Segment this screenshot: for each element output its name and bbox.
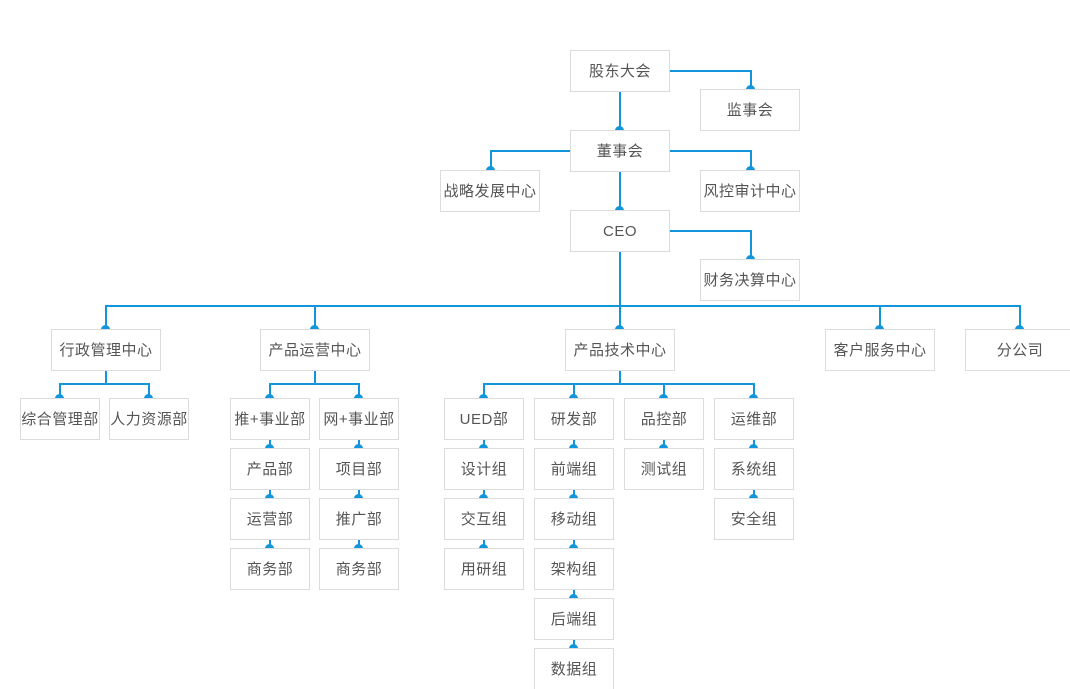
drop-general-admin	[59, 383, 61, 398]
node-ued-dept[interactable]: UED部	[444, 398, 524, 440]
edge-tech-bus	[483, 383, 754, 385]
edge-board-ceo-v	[619, 172, 621, 210]
edge-shareholders-supervisory-h	[670, 70, 752, 72]
node-research-group[interactable]: 用研组	[444, 548, 524, 590]
node-interaction-group[interactable]: 交互组	[444, 498, 524, 540]
drop-ops-dept	[753, 383, 755, 398]
node-rd-dept[interactable]: 研发部	[534, 398, 614, 440]
node-business-dept-1[interactable]: 商务部	[230, 548, 310, 590]
drop-ops-center	[314, 305, 316, 329]
edge-ceo-finance-v	[750, 230, 752, 259]
node-backend-group[interactable]: 后端组	[534, 598, 614, 640]
node-risk-audit[interactable]: 风控审计中心	[700, 170, 800, 212]
node-finance[interactable]: 财务决算中心	[700, 259, 800, 301]
drop-branch	[1019, 305, 1021, 329]
edge-admin-down	[105, 371, 107, 383]
node-board[interactable]: 董事会	[570, 130, 670, 172]
node-supervisory[interactable]: 监事会	[700, 89, 800, 131]
edge-board-risk-audit-v	[750, 150, 752, 170]
edge-ceo-finance-h	[670, 230, 752, 232]
node-ops-dept[interactable]: 运维部	[714, 398, 794, 440]
edge-board-risk-audit-h	[670, 150, 752, 152]
node-test-group[interactable]: 测试组	[624, 448, 704, 490]
node-architecture-group[interactable]: 架构组	[534, 548, 614, 590]
level4-trunk	[105, 305, 1020, 307]
node-frontend-group[interactable]: 前端组	[534, 448, 614, 490]
edge-board-strategy-h	[490, 150, 570, 152]
node-data-group[interactable]: 数据组	[534, 648, 614, 689]
drop-hr	[148, 383, 150, 398]
node-wang-bu[interactable]: 网+事业部	[319, 398, 399, 440]
node-ops-center[interactable]: 产品运营中心	[260, 329, 370, 371]
edge-admin-bus	[59, 383, 150, 385]
drop-service-center	[879, 305, 881, 329]
node-mobile-group[interactable]: 移动组	[534, 498, 614, 540]
node-security-group[interactable]: 安全组	[714, 498, 794, 540]
drop-admin-center	[105, 305, 107, 329]
node-promotion-dept[interactable]: 推广部	[319, 498, 399, 540]
drop-tui	[269, 383, 271, 398]
node-strategy[interactable]: 战略发展中心	[440, 170, 540, 212]
node-general-admin[interactable]: 综合管理部	[20, 398, 100, 440]
drop-ued	[483, 383, 485, 398]
node-service-center[interactable]: 客户服务中心	[825, 329, 935, 371]
node-design-group[interactable]: 设计组	[444, 448, 524, 490]
node-qc-dept[interactable]: 品控部	[624, 398, 704, 440]
node-product-dept[interactable]: 产品部	[230, 448, 310, 490]
edge-ops-down	[314, 371, 316, 383]
edge-tech-down	[619, 371, 621, 383]
node-tui-bu[interactable]: 推+事业部	[230, 398, 310, 440]
edge-ceo-trunk-v	[619, 252, 621, 329]
drop-wang	[358, 383, 360, 398]
drop-rd	[573, 383, 575, 398]
drop-qc	[663, 383, 665, 398]
node-business-dept-2[interactable]: 商务部	[319, 548, 399, 590]
edge-shareholders-board-v	[619, 92, 621, 130]
node-hr[interactable]: 人力资源部	[109, 398, 189, 440]
node-operation-dept[interactable]: 运营部	[230, 498, 310, 540]
node-project-dept[interactable]: 项目部	[319, 448, 399, 490]
edge-shareholders-supervisory-v	[750, 70, 752, 89]
edge-ops-bus	[269, 383, 360, 385]
node-tech-center[interactable]: 产品技术中心	[565, 329, 675, 371]
edge-board-strategy-v	[490, 150, 492, 170]
node-shareholders[interactable]: 股东大会	[570, 50, 670, 92]
node-admin-center[interactable]: 行政管理中心	[51, 329, 161, 371]
node-system-group[interactable]: 系统组	[714, 448, 794, 490]
node-ceo[interactable]: CEO	[570, 210, 670, 252]
node-branch[interactable]: 分公司	[965, 329, 1070, 371]
